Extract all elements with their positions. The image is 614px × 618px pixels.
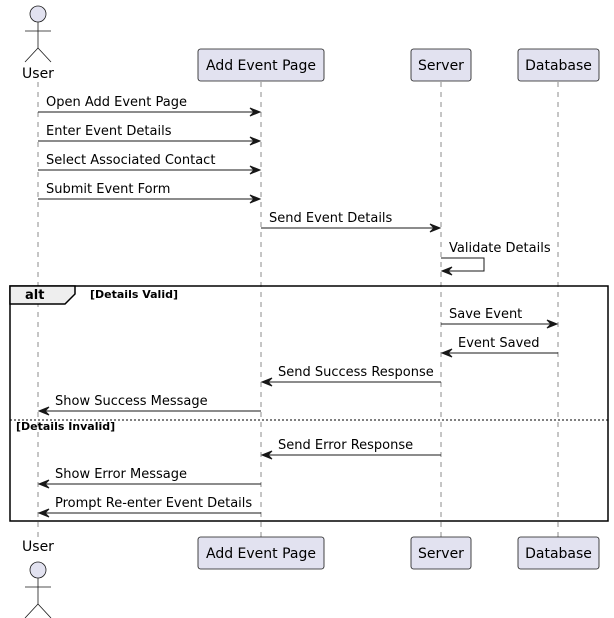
message-11-arrowhead [260, 450, 273, 460]
participant-db-bottom-box [517, 536, 600, 570]
message-10-label: Show Success Message [55, 394, 208, 409]
participant-server-bottom-box [410, 536, 472, 570]
message-2-arrowhead [249, 136, 262, 146]
actor-user-bottom-label: User [22, 539, 54, 555]
alt-guard-valid: [Details Valid] [90, 288, 178, 301]
actor-user-top-label: User [22, 66, 54, 82]
message-5-arrowhead [429, 223, 442, 233]
alt-guard-invalid: [Details Invalid] [16, 420, 115, 433]
message-6-arrowhead [440, 266, 453, 276]
message-12-arrowhead [37, 479, 50, 489]
message-13-label: Prompt Re-enter Event Details [55, 496, 252, 511]
message-9-label: Send Success Response [278, 365, 434, 380]
message-7-arrowhead [546, 319, 559, 329]
message-1-arrowhead [249, 107, 262, 117]
message-6-label: Validate Details [449, 241, 551, 256]
message-12-label: Show Error Message [55, 467, 187, 482]
message-2-label: Enter Event Details [46, 124, 172, 139]
message-6-arrow [441, 257, 485, 272]
message-3-label: Select Associated Contact [46, 153, 215, 168]
message-8-arrowhead [440, 348, 453, 358]
message-4-arrowhead [249, 194, 262, 204]
participant-server-bottom-label: Server [418, 546, 464, 562]
message-9-arrowhead [260, 377, 273, 387]
participant-db-bottom-label: Database [525, 546, 592, 562]
message-10-arrowhead [37, 406, 50, 416]
participant-server-top-label: Server [418, 58, 464, 74]
participant-db-top-label: Database [525, 58, 592, 74]
message-5-label: Send Event Details [269, 211, 393, 226]
message-3-arrowhead [249, 165, 262, 175]
actor-user-bottom-icon [24, 561, 52, 618]
actor-user-top-icon [24, 5, 52, 63]
participant-db-top-box [517, 48, 600, 82]
message-13-arrowhead [37, 508, 50, 518]
participant-page-bottom-label: Add Event Page [206, 546, 316, 562]
message-4-label: Submit Event Form [46, 182, 170, 197]
participant-server-top-box [410, 48, 472, 82]
participant-page-bottom-box [197, 536, 325, 570]
participant-page-top-label: Add Event Page [206, 58, 316, 74]
participant-page-top-box [197, 48, 325, 82]
message-11-label: Send Error Response [278, 438, 413, 453]
alt-fragment [9, 285, 609, 522]
message-1-label: Open Add Event Page [46, 95, 187, 110]
message-8-label: Event Saved [458, 336, 540, 351]
alt-fragment-title: alt [25, 288, 44, 303]
message-7-label: Save Event [449, 307, 522, 322]
alt-fragment-tab [9, 285, 76, 305]
